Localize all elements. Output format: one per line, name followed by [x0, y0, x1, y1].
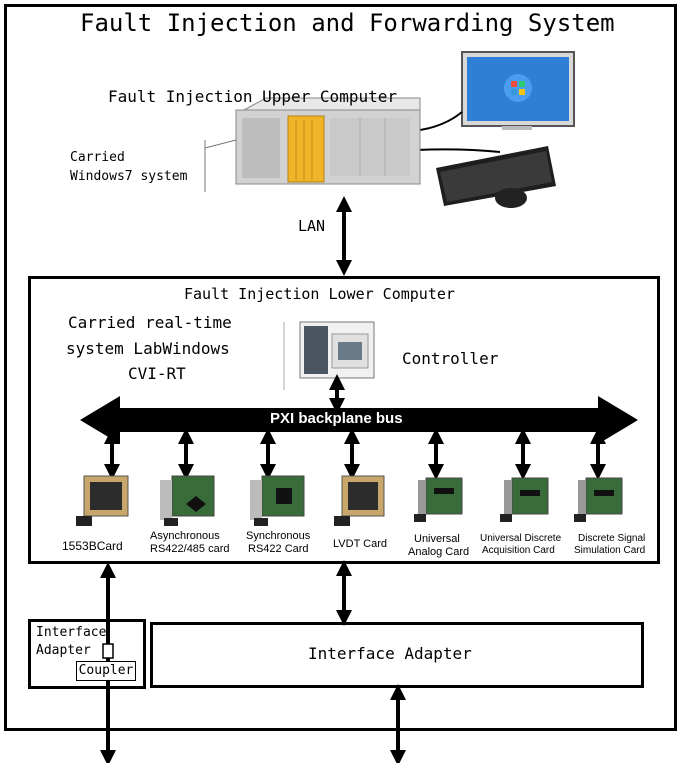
- pxi-bus-arrow: [80, 396, 638, 444]
- card-discrete-sim-icon: [574, 477, 623, 522]
- upper-computer-label: Fault Injection Upper Computer: [108, 87, 397, 106]
- diagram-title: Fault Injection and Forwarding System: [80, 9, 615, 37]
- small-adapter-label-line-2: Adapter: [36, 643, 91, 658]
- interface-adapter-small-box: [28, 619, 146, 689]
- pxi-bus-label: PXI backplane bus: [270, 410, 403, 427]
- rt-note-line-2: system LabWindows: [66, 339, 230, 358]
- card-label-1553b: 1553BCard: [62, 539, 123, 553]
- card-analog-icon: [414, 477, 463, 522]
- card-label-lvdt: LVDT Card: [333, 538, 388, 550]
- keyboard-icon: [436, 146, 556, 206]
- card-label-analog-line-1: Universal: [414, 533, 460, 545]
- rt-note-line-1: Carried real-time: [68, 313, 232, 332]
- card-label-discrete-acq-line-1: Universal Discrete: [480, 533, 562, 544]
- card-1553b-icon: [76, 475, 129, 526]
- controller-label: Controller: [402, 349, 499, 368]
- card-label-sync-line-1: Synchronous: [246, 530, 311, 542]
- card-label-async-line-2: RS422/485 card: [150, 543, 230, 555]
- lan-label: LAN: [298, 217, 326, 235]
- card-async-rs422-icon: [160, 475, 215, 526]
- monitor-icon: [461, 51, 575, 130]
- industrial-computer-icon: [235, 97, 421, 185]
- card-discrete-acq-icon: [500, 477, 549, 522]
- os-note-line-2: Windows7 system: [70, 169, 188, 184]
- coupler-box: Coupler: [76, 661, 136, 681]
- os-note-line-1: Carried: [70, 150, 125, 165]
- controller-icon: [299, 321, 375, 379]
- lower-computer-label: Fault Injection Lower Computer: [184, 285, 455, 303]
- card-label-async-line-1: Asynchronous: [150, 530, 220, 542]
- monitor-cable: [419, 111, 463, 131]
- card-label-discrete-sim-line-2: Simulation Card: [574, 545, 646, 556]
- card-label-sync-line-2: RS422 Card: [248, 543, 309, 555]
- mouse-icon: [495, 188, 527, 208]
- system-frame: [4, 4, 677, 731]
- card-label-discrete-acq-line-2: Acquisition Card: [482, 545, 555, 556]
- card-label-analog-line-2: Analog Card: [408, 546, 470, 558]
- coupler-label: Coupler: [78, 663, 134, 678]
- interface-adapter-label: Interface Adapter: [308, 644, 472, 663]
- callout-line: [204, 139, 237, 149]
- keyboard-cable: [415, 148, 501, 153]
- card-lvdt-icon: [334, 475, 385, 526]
- card-label-discrete-sim-line-1: Discrete Signal: [578, 533, 646, 544]
- card-sync-rs422-icon: [250, 475, 305, 526]
- rt-note-line-3: CVI-RT: [128, 364, 186, 383]
- connector-icon: [102, 643, 114, 659]
- small-adapter-label-line-1: Interface: [36, 625, 107, 640]
